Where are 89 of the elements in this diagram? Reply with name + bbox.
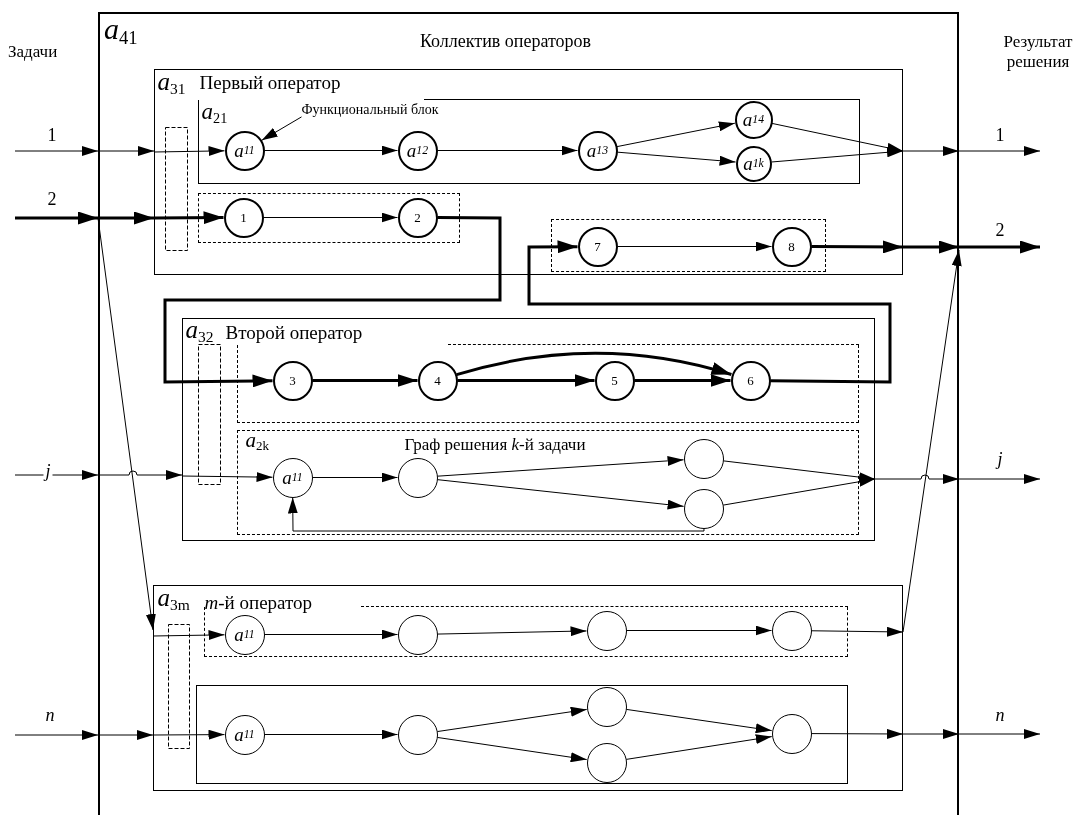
arrow bbox=[181, 472, 273, 482]
arrow bbox=[616, 151, 737, 166]
function-circle bbox=[771, 610, 812, 651]
group-box bbox=[195, 684, 848, 784]
arrow bbox=[152, 630, 225, 641]
box-title: Коллектив операторов bbox=[420, 32, 592, 52]
index-label: a$_{41}$ bbox=[104, 12, 138, 45]
box-title: Первый оператор bbox=[199, 72, 341, 94]
arrow bbox=[15, 211, 98, 225]
operator-box bbox=[182, 318, 875, 541]
index-label: a$_{31}$ bbox=[157, 67, 186, 95]
arrow bbox=[154, 211, 224, 225]
dashed-group-box bbox=[236, 429, 859, 535]
arrow bbox=[264, 729, 398, 740]
arrow bbox=[264, 629, 398, 640]
function-circle: 1 bbox=[223, 197, 264, 238]
arrow bbox=[436, 455, 685, 477]
arrow bbox=[958, 146, 1041, 156]
arrow bbox=[264, 145, 398, 156]
edge-label: j bbox=[995, 450, 1005, 470]
annotation-text: Функциональный блок bbox=[301, 101, 439, 117]
index-label: a$_{2k}$ bbox=[245, 428, 269, 452]
arrow bbox=[97, 146, 155, 156]
index-label: a$_{32}$ bbox=[185, 315, 214, 343]
arrow bbox=[811, 626, 904, 637]
dashed-group-box bbox=[197, 192, 460, 243]
arrow bbox=[722, 476, 876, 506]
arrow bbox=[153, 146, 225, 157]
edge-label: j bbox=[43, 462, 53, 482]
operator-box bbox=[153, 585, 903, 791]
dashed-group-box bbox=[550, 218, 826, 272]
arrow bbox=[958, 474, 1041, 484]
arrow bbox=[437, 145, 578, 156]
dashed-group-box bbox=[236, 344, 859, 423]
side-label: Задачи bbox=[8, 42, 58, 63]
function-circle bbox=[586, 610, 627, 651]
arrow bbox=[436, 736, 588, 763]
arrow bbox=[436, 706, 588, 733]
arrow bbox=[14, 146, 99, 156]
operator-box bbox=[154, 69, 903, 275]
arrow bbox=[527, 240, 892, 384]
box-title: Граф решения k-й задачи bbox=[404, 435, 586, 455]
box-title: m-й оператор bbox=[204, 592, 313, 614]
arrow bbox=[14, 730, 99, 740]
function-circle bbox=[586, 686, 627, 727]
arrow bbox=[312, 374, 418, 387]
box-title: Второй оператор bbox=[225, 322, 363, 344]
arrow bbox=[874, 474, 960, 484]
arrow bbox=[625, 708, 773, 734]
arrow bbox=[152, 729, 225, 740]
arrow bbox=[902, 729, 960, 739]
index-label: a$_{3m}$ bbox=[157, 583, 190, 611]
arrow bbox=[625, 734, 773, 760]
arrow bbox=[811, 728, 904, 739]
arrow bbox=[958, 729, 1041, 739]
side-label: Результат решения bbox=[1002, 32, 1074, 73]
arrow bbox=[616, 121, 736, 148]
arrow bbox=[97, 470, 183, 480]
arrow bbox=[902, 146, 960, 156]
arrow bbox=[437, 626, 587, 637]
arrow bbox=[617, 241, 772, 252]
outer-system-box bbox=[98, 12, 959, 815]
arrow bbox=[287, 497, 705, 532]
function-group-box bbox=[197, 99, 860, 184]
function-circle: 7 bbox=[577, 226, 618, 267]
arrow bbox=[436, 479, 685, 510]
arrow bbox=[163, 216, 502, 388]
arrow bbox=[771, 122, 904, 153]
arrow bbox=[312, 472, 398, 483]
arrow bbox=[97, 730, 154, 740]
arrow bbox=[959, 240, 1040, 254]
function-circle: 6 bbox=[730, 360, 771, 401]
arrow bbox=[903, 240, 959, 254]
arrow bbox=[634, 374, 731, 387]
function-circle: 3 bbox=[272, 360, 313, 401]
arrow bbox=[811, 240, 903, 254]
function-circle: 8 bbox=[771, 226, 812, 267]
function-circle: 4 bbox=[417, 360, 458, 401]
arrow bbox=[626, 625, 772, 636]
function-circle: 5 bbox=[594, 360, 635, 401]
arrow bbox=[770, 147, 904, 163]
arrow bbox=[457, 374, 595, 387]
index-label: a$_{21}$ bbox=[201, 98, 228, 124]
arrow bbox=[263, 212, 398, 223]
arrow bbox=[98, 211, 154, 225]
leader-line bbox=[261, 116, 302, 141]
function-circle: 2 bbox=[397, 197, 438, 238]
arrow bbox=[14, 470, 99, 480]
arrow bbox=[456, 351, 732, 377]
